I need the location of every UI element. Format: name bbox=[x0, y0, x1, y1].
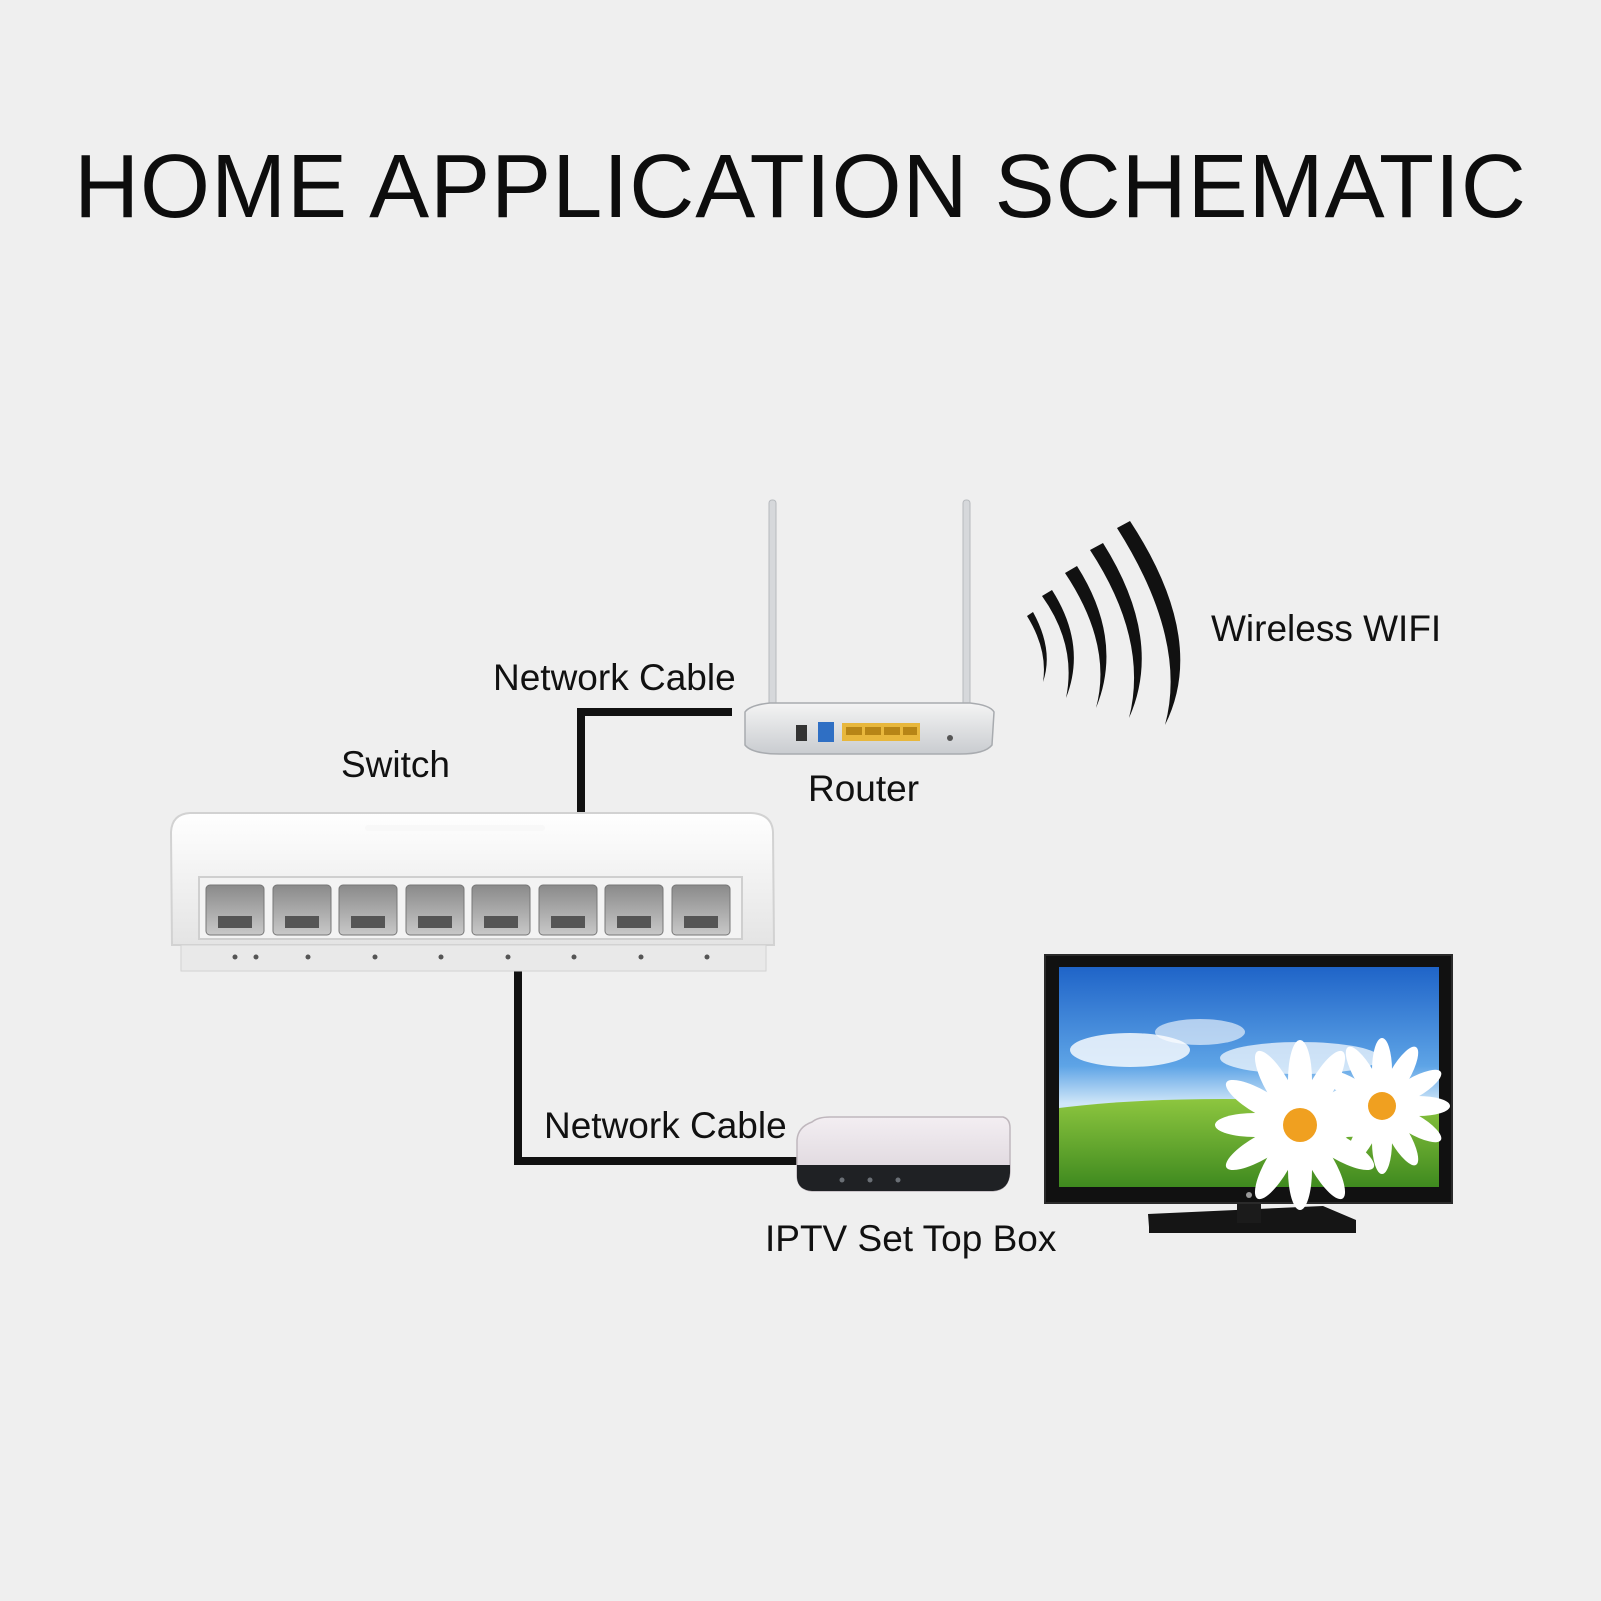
network-cable-bottom-label: Network Cable bbox=[544, 1107, 787, 1144]
switch bbox=[171, 813, 774, 971]
wireless-wifi-label: Wireless WIFI bbox=[1211, 610, 1441, 647]
network-cable-top-label: Network Cable bbox=[493, 659, 736, 696]
iptv-set-top-box bbox=[797, 1117, 1010, 1191]
router bbox=[745, 500, 994, 754]
wifi-waves-icon bbox=[1027, 521, 1180, 725]
iptv-set-top-box-label: IPTV Set Top Box bbox=[765, 1220, 1056, 1257]
television bbox=[1045, 955, 1452, 1233]
router-label: Router bbox=[808, 770, 919, 807]
switch-label: Switch bbox=[341, 746, 450, 783]
tv-screen bbox=[1059, 967, 1450, 1210]
network-cable-top bbox=[581, 712, 732, 812]
